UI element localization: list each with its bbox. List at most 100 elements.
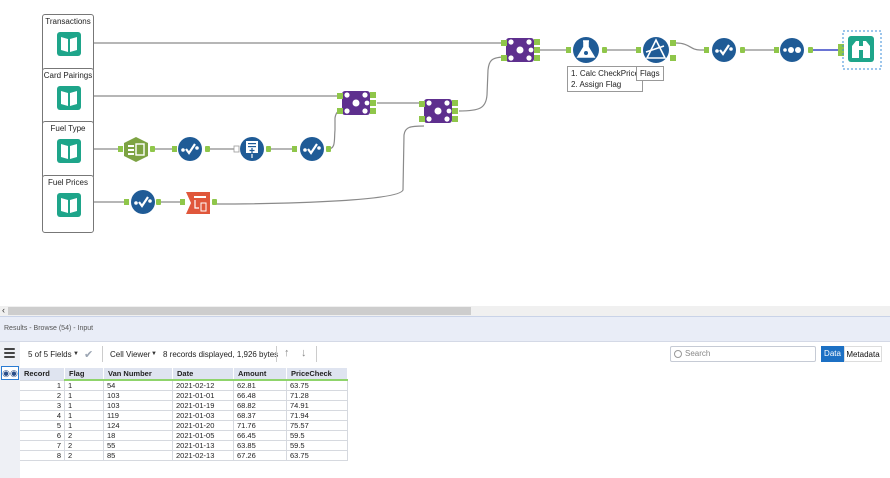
table-cell[interactable]: 54 (103, 379, 173, 391)
checkmark-icon[interactable]: ✔ (84, 349, 94, 361)
records-summary: 8 records displayed, 1,926 bytes (163, 350, 279, 359)
input-tool-transactions[interactable]: Transactions (42, 14, 94, 72)
record-number[interactable]: 3 (20, 400, 65, 411)
viewer-selector[interactable]: Cell Viewer (110, 350, 151, 359)
connection (327, 110, 343, 150)
record-number[interactable]: 1 (20, 379, 65, 391)
select-tool (178, 137, 202, 161)
divider (102, 346, 103, 362)
column-header[interactable]: Flag (64, 368, 104, 381)
table-cell[interactable]: 67.26 (233, 450, 287, 461)
table-cell[interactable]: 71.28 (286, 390, 348, 401)
record-number[interactable]: 8 (20, 450, 65, 461)
arrow-up-icon[interactable]: ↑ (284, 347, 290, 359)
table-cell[interactable]: 2021-01-19 (172, 400, 234, 411)
column-header[interactable]: PriceCheck (286, 368, 348, 381)
table-cell[interactable]: 74.91 (286, 400, 348, 411)
tab-metadata[interactable]: Metadata (844, 346, 882, 362)
browse-tool (848, 36, 874, 62)
table-cell[interactable]: 62.81 (233, 379, 287, 391)
connection (675, 42, 708, 51)
search-icon (674, 350, 682, 358)
table-cell[interactable]: 55 (103, 440, 173, 451)
column-header[interactable]: Van Number (103, 368, 173, 381)
table-cell[interactable]: 2021-02-12 (172, 379, 234, 391)
table-cell[interactable]: 63.85 (233, 440, 287, 451)
binoculars-icon[interactable]: ◉◉ (1, 366, 19, 380)
table-cell[interactable]: 103 (103, 400, 173, 411)
unique-tool (780, 38, 804, 62)
fields-selector[interactable]: 5 of 5 Fields (28, 350, 72, 359)
chevron-down-icon[interactable]: ▼ (151, 351, 157, 357)
table-cell[interactable]: 66.45 (233, 430, 287, 441)
table-cell[interactable]: 2021-01-05 (172, 430, 234, 441)
table-cell[interactable]: 1 (64, 390, 104, 401)
table-cell[interactable]: 68.37 (233, 410, 287, 421)
table-cell[interactable]: 2021-01-03 (172, 410, 234, 421)
join-tool (501, 38, 540, 62)
table-cell[interactable]: 2021-02-13 (172, 450, 234, 461)
column-header[interactable]: Date (172, 368, 234, 381)
table-cell[interactable]: 2 (64, 430, 104, 441)
browse-selection (842, 30, 882, 70)
transpose-tool (186, 192, 210, 214)
table-cell[interactable]: 18 (103, 430, 173, 441)
chevron-down-icon[interactable]: ▼ (73, 351, 79, 357)
record-number[interactable]: 4 (20, 410, 65, 421)
table-cell[interactable]: 1 (64, 410, 104, 421)
table-cell[interactable]: 1 (64, 400, 104, 411)
filter-tool (643, 37, 676, 63)
search-placeholder: Search (685, 349, 711, 358)
table-cell[interactable]: 68.82 (233, 400, 287, 411)
record-number[interactable]: 5 (20, 420, 65, 431)
canvas-horizontal-scrollbar[interactable]: ‹ (0, 305, 890, 317)
table-cell[interactable]: 2021-01-01 (172, 390, 234, 401)
input-tool-card-pairings[interactable]: Card Pairings (42, 68, 94, 126)
table-cell[interactable]: 103 (103, 390, 173, 401)
table-cell[interactable]: 63.75 (286, 379, 348, 391)
scrollbar-thumb[interactable] (8, 307, 471, 315)
workflow-canvas[interactable]: Transactions Card Pairings Fuel Type Fue… (0, 0, 890, 306)
table-cell[interactable]: 2021-01-13 (172, 440, 234, 451)
table-cell[interactable]: 119 (103, 410, 173, 421)
record-number[interactable]: 6 (20, 430, 65, 441)
table-cell[interactable]: 59.5 (286, 440, 348, 451)
tab-data[interactable]: Data (821, 346, 844, 362)
table-cell[interactable]: 124 (103, 420, 173, 431)
record-number[interactable]: 2 (20, 390, 65, 401)
table-cell[interactable]: 71.76 (233, 420, 287, 431)
record-number[interactable]: 7 (20, 440, 65, 451)
select-tool (712, 38, 736, 62)
list-view-icon[interactable] (4, 348, 15, 360)
join-tool (419, 99, 458, 123)
table-cell[interactable]: 85 (103, 450, 173, 461)
book-icon (57, 32, 81, 56)
results-title: Results - Browse (54) - Input (4, 325, 94, 332)
input-tool-fuel-type[interactable]: Fuel Type (42, 121, 94, 179)
table-cell[interactable]: 2 (64, 450, 104, 461)
table-cell[interactable]: 75.57 (286, 420, 348, 431)
annotation-line: 1. Calc CheckPrice (571, 69, 640, 78)
table-cell[interactable]: 66.48 (233, 390, 287, 401)
table-cell[interactable]: 1 (64, 379, 104, 391)
search-input[interactable]: Search (670, 346, 816, 362)
table-cell[interactable]: 1 (64, 420, 104, 431)
table-cell[interactable]: 71.94 (286, 410, 348, 421)
arrow-down-icon[interactable]: ↓ (301, 347, 307, 359)
column-header[interactable]: Record (20, 368, 65, 380)
table-cell[interactable]: 63.75 (286, 450, 348, 461)
table-cell[interactable]: 2021-01-20 (172, 420, 234, 431)
table-cell[interactable]: 59.5 (286, 430, 348, 441)
scroll-left-icon[interactable]: ‹ (2, 305, 5, 315)
table-cell[interactable]: 2 (64, 440, 104, 451)
input-tool-fuel-prices[interactable]: Fuel Prices (42, 175, 94, 233)
column-header[interactable]: Amount (233, 368, 287, 381)
